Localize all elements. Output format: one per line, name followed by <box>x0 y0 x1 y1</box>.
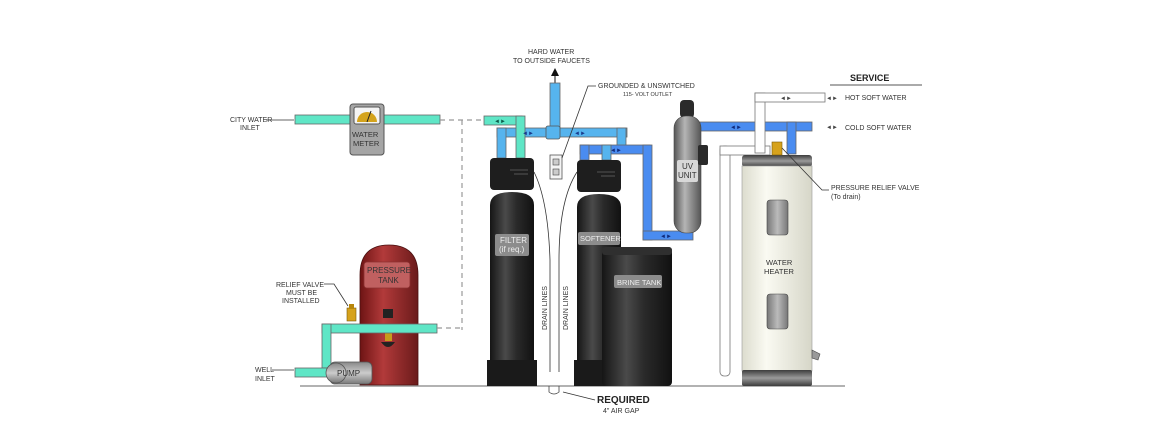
city-water-inlet-label-1: CITY WATER <box>230 117 272 124</box>
brine-tank: BRINE TANK <box>602 247 672 386</box>
svg-text:◄►: ◄► <box>826 96 838 102</box>
city-water-inlet-label-2: INLET <box>240 125 261 132</box>
cold-soft-water-label: COLD SOFT WATER <box>845 125 911 132</box>
svg-text:◄►: ◄► <box>610 148 622 154</box>
water-meter-label-1: WATER <box>352 130 379 139</box>
svg-text:◄►: ◄► <box>660 234 672 240</box>
uv-unit-label-2: UNIT <box>678 171 697 180</box>
pressure-tank-label-1: PRESSURE <box>367 266 411 275</box>
relief-valve: RELIEF VALVE MUST BE INSTALLED <box>276 282 357 322</box>
softener-label: SOFTENER <box>580 234 621 243</box>
outlet-sublabel: 115- VOLT OUTLET <box>623 92 673 98</box>
pressure-relief-sublabel: (To drain) <box>831 194 861 201</box>
uv-unit: UV UNIT <box>673 100 708 234</box>
relief-valve-label-2: MUST BE <box>286 290 317 297</box>
relief-valve-label-1: RELIEF VALVE <box>276 282 324 289</box>
pipe-network-hard: ◄► ◄► ◄► <box>483 115 628 159</box>
water-heater-label-2: HEATER <box>764 267 794 276</box>
required-label: REQUIRED <box>597 395 650 406</box>
filter-label-2: (if req.) <box>499 245 525 254</box>
water-meter-label-2: METER <box>353 139 380 148</box>
filter-tank: FILTER (if req.) <box>487 158 537 386</box>
air-gap-label: 4" AIR GAP <box>603 408 640 415</box>
well-inlet: WELL INLET <box>255 367 294 383</box>
pump-label: PUMP <box>337 369 360 378</box>
electrical-outlet: GROUNDED & UNSWITCHED 115- VOLT OUTLET <box>549 83 695 180</box>
filter-label-1: FILTER <box>500 236 527 245</box>
relief-valve-label-3: INSTALLED <box>282 298 320 305</box>
arrow-up-icon <box>551 68 559 76</box>
pressure-relief-valve-label: PRESSURE RELIEF VALVE <box>831 185 920 192</box>
well-inlet-label-1: WELL <box>255 367 274 374</box>
water-meter: WATER METER <box>349 103 385 156</box>
pressure-tank: PRESSURE TANK <box>359 244 419 386</box>
drain-lines-label-2: DRAIN LINES <box>563 286 570 330</box>
hard-water-label-1: HARD WATER <box>528 49 574 56</box>
svg-text:◄►: ◄► <box>730 125 742 131</box>
brine-tank-label: BRINE TANK <box>617 278 661 287</box>
svg-text:◄►: ◄► <box>494 119 506 125</box>
water-heater-label-1: WATER <box>766 258 793 267</box>
hot-soft-water-label: HOT SOFT WATER <box>845 95 907 102</box>
well-pipes <box>294 323 462 378</box>
drain-lines: DRAIN LINES DRAIN LINES REQUIRED 4" AIR … <box>533 171 650 415</box>
svg-text:◄►: ◄► <box>522 131 534 137</box>
svg-text:◄►: ◄► <box>574 131 586 137</box>
service-header: SERVICE <box>850 73 889 83</box>
svg-text:◄►: ◄► <box>780 96 792 102</box>
drain-lines-label-1: DRAIN LINES <box>542 286 549 330</box>
pressure-tank-label-2: TANK <box>378 276 399 285</box>
svg-text:◄►: ◄► <box>826 125 838 131</box>
hard-water-label-2: TO OUTSIDE FAUCETS <box>513 58 590 65</box>
pump: PUMP <box>325 361 373 385</box>
uv-unit-label-1: UV <box>682 162 694 171</box>
well-inlet-label-2: INLET <box>255 376 276 383</box>
service-legend: SERVICE ◄► HOT SOFT WATER ◄► COLD SOFT W… <box>781 73 922 201</box>
outlet-label: GROUNDED & UNSWITCHED <box>598 83 695 90</box>
water-heater: ◄► WATER HEATER <box>719 92 826 386</box>
